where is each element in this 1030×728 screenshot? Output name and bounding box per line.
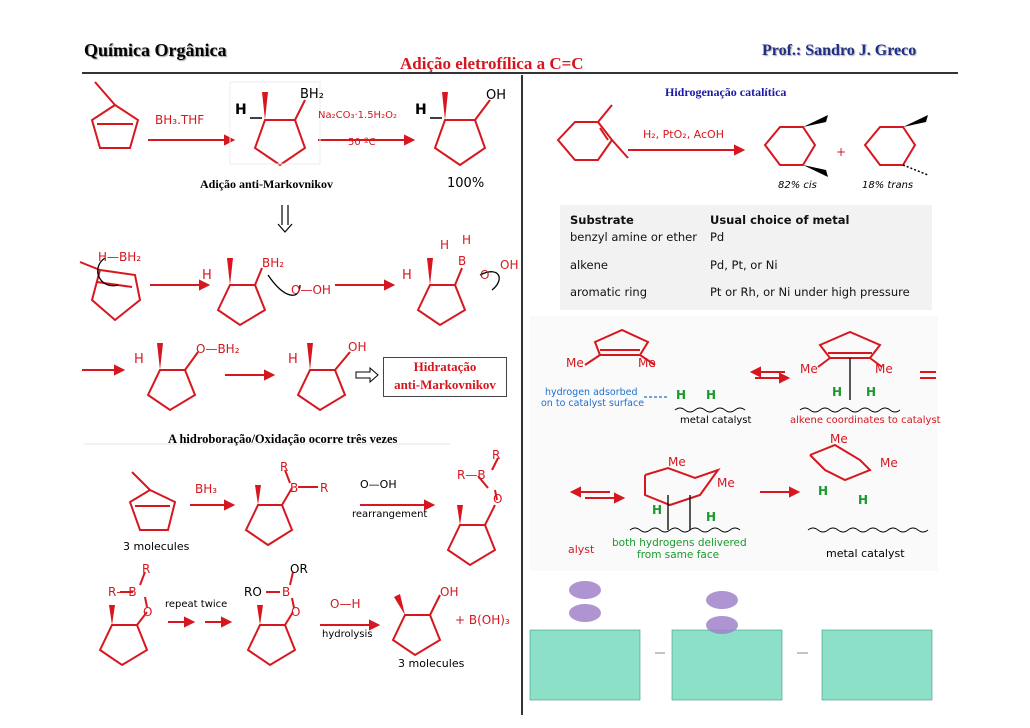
- trans-percent: 18% trans: [862, 180, 914, 191]
- label-h-8: H: [288, 352, 298, 367]
- label-me-3: Me: [800, 362, 818, 376]
- label-b-2: B: [290, 481, 299, 495]
- label-h-r5: H: [818, 484, 829, 498]
- label-b: B: [458, 254, 467, 268]
- label-o-4: O: [291, 605, 301, 619]
- professor-name: Prof.: Sandro J. Greco: [762, 42, 917, 59]
- label-me-5: Me: [830, 432, 848, 446]
- hydrolysis-label: hydrolysis: [322, 629, 373, 640]
- reagent-bh3-thf: BH₃.THF: [155, 113, 205, 127]
- label-o-bh2: O—BH₂: [196, 342, 240, 356]
- label-r-5: R: [142, 562, 151, 576]
- label-h-7: H: [134, 352, 144, 367]
- three-molecules-label-2: 3 molecules: [398, 657, 465, 670]
- label-r-b: R—B: [108, 585, 137, 599]
- label-h-r7: H: [652, 503, 663, 517]
- reagent-ooh: O—OH: [360, 478, 397, 491]
- label-h-r2: H: [706, 388, 717, 402]
- label-ro: RO: [244, 585, 262, 599]
- adsorbed-label-1: hydrogen adsorbed: [545, 387, 638, 398]
- label-b-3: B: [282, 585, 291, 599]
- label-r-2: R: [320, 481, 329, 495]
- adsorbed-label-2: on to catalyst surface: [541, 398, 645, 409]
- label-o-2: O: [493, 492, 503, 506]
- label-h-3: H: [202, 268, 212, 283]
- label-h-r3: H: [832, 385, 843, 399]
- alyst-fragment: alyst: [568, 543, 595, 556]
- label-h-r8: H: [706, 510, 717, 524]
- course-title: Química Orgânica: [84, 40, 227, 60]
- metal-choice-table: Substrate Usual choice of metal benzyl a…: [560, 205, 932, 310]
- reagent-oh-minus: O—H: [330, 597, 361, 611]
- label-h-r1: H: [676, 388, 687, 402]
- column-divider: [521, 75, 523, 715]
- both-hydrogens-line1: both hydrogens delivered: [612, 537, 747, 549]
- yield-label: 100%: [447, 176, 485, 191]
- label-bh2-2: BH₂: [262, 256, 285, 270]
- slide-title: Adição eletrofílica a C=C: [400, 54, 584, 73]
- label-me-6: Me: [668, 455, 686, 469]
- metal-catalyst-label: metal catalyst: [680, 415, 752, 426]
- hydration-box: Hidratação anti-Markovnikov: [383, 357, 507, 397]
- label-h-6: H: [462, 233, 472, 247]
- label-oh: OH: [486, 88, 507, 103]
- hydrogenation-reagent: H₂, PtO₂, AcOH: [643, 128, 724, 141]
- reagent-bh3: BH₃: [195, 482, 218, 496]
- label-h-bh2: H—BH₂: [98, 250, 142, 264]
- plus-sign: +: [836, 145, 847, 159]
- label-r-3: R: [492, 448, 501, 462]
- label-h-4: H: [402, 268, 412, 283]
- label-me-4: Me: [875, 362, 893, 376]
- label-bh2: BH₂: [300, 87, 324, 102]
- repeat-twice-label: repeat twice: [165, 599, 228, 610]
- label-ooh: O—OH: [291, 283, 331, 297]
- alkene-coordinates-label: alkene coordinates to catalyst: [790, 415, 941, 426]
- label-r-1: R: [280, 460, 289, 474]
- label-me-1: Me: [566, 356, 584, 370]
- label-h-2: H: [415, 102, 427, 118]
- label-oh-4: OH: [440, 585, 459, 599]
- table-header-substrate: Substrate: [570, 213, 634, 227]
- label-oh-3: OH: [348, 340, 367, 354]
- hydration-line2: anti-Markovnikov: [394, 377, 496, 392]
- label-me-7: Me: [717, 476, 735, 490]
- cis-percent: 82% cis: [778, 180, 817, 191]
- boric-acid-label: + B(OH)₃: [455, 613, 510, 627]
- label-or: OR: [290, 562, 308, 576]
- metal-catalyst-label-2: metal catalyst: [826, 547, 905, 560]
- label-me-2: Me: [638, 356, 656, 370]
- label-h-r6: H: [858, 493, 869, 507]
- anti-markovnikov-label: Adição anti-Markovnikov: [200, 177, 334, 191]
- label-h-r4: H: [866, 385, 877, 399]
- table-header-metal: Usual choice of metal: [710, 213, 850, 227]
- hydration-line1: Hidratação: [413, 359, 477, 374]
- label-oh-2: OH: [500, 258, 519, 272]
- temperature: 50 ºC: [348, 137, 376, 148]
- label-r-4: R—B: [457, 468, 486, 482]
- label-o: O: [480, 268, 490, 282]
- header-divider: [82, 72, 958, 74]
- hydrogenation-title: Hidrogenação catalítica: [665, 85, 787, 99]
- both-hydrogens-line2: from same face: [637, 549, 720, 561]
- label-h-5: H: [440, 238, 450, 252]
- three-molecules-label: 3 molecules: [123, 540, 190, 553]
- label-h: H: [235, 102, 247, 118]
- three-times-label: A hidroboração/Oxidação ocorre três veze…: [168, 432, 398, 446]
- rearrangement-label: rearrangement: [352, 509, 428, 520]
- label-o-3: O: [143, 605, 153, 619]
- label-me-8: Me: [880, 456, 898, 470]
- reagent-oxidation: Na₂CO₃·1.5H₂O₂: [318, 110, 397, 121]
